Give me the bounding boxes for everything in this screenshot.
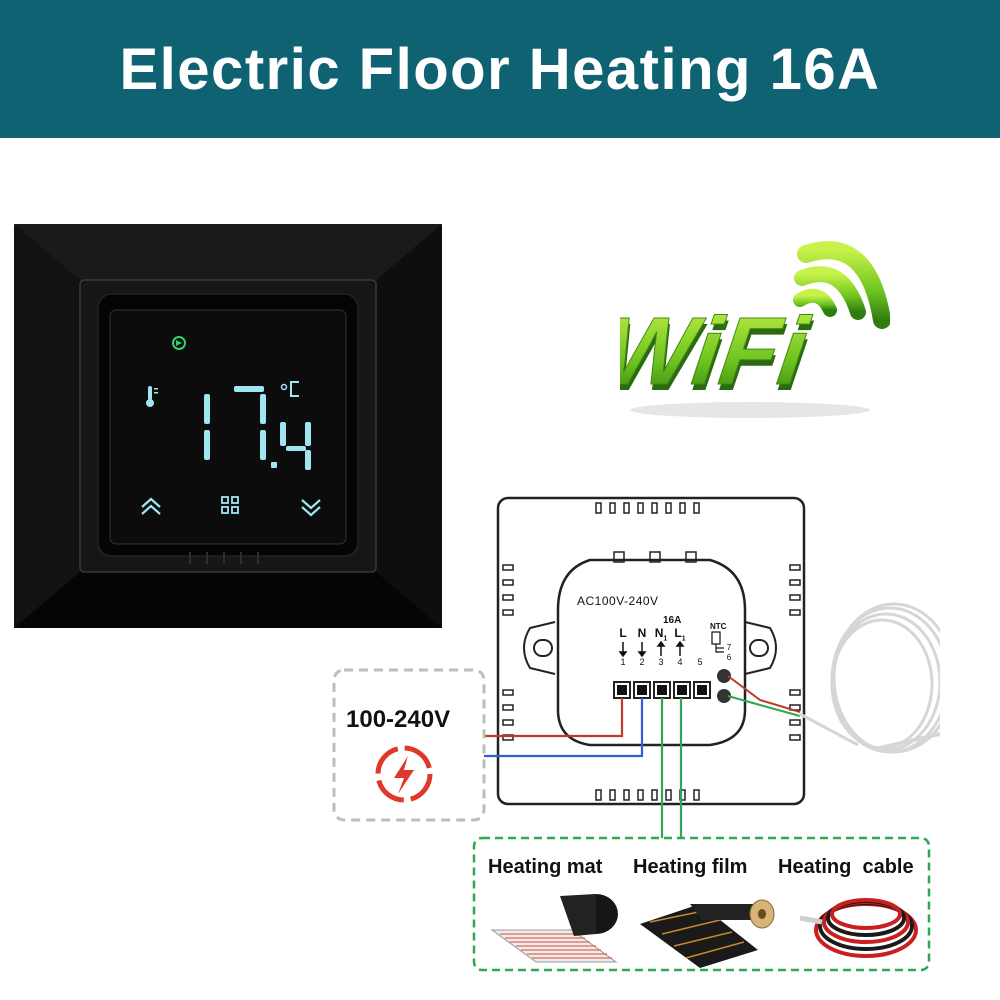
terminal-number: 4 [677,657,683,667]
title-banner: Electric Floor Heating 16A [0,0,1000,138]
sensor-terminal-number: 6 [726,653,732,662]
terminal-label: L1 [674,626,686,643]
voltage-label: 100-240V [346,706,451,733]
electric-hazard-icon [375,745,433,803]
wifi-text-shadow: WiFi [620,304,817,410]
terminal-number: 1 [620,657,626,667]
up-arrow-icon[interactable] [141,497,161,515]
wifi-logo: WiFi WiFi [620,241,890,418]
heating-mat-image [490,894,618,963]
power-icon[interactable] [172,336,186,350]
wifi-signal-icon [793,241,890,329]
load-label-heating-mat: Heating mat [488,856,603,878]
wiring-diagram [332,496,940,972]
heating-cable-image [799,898,918,958]
wifi-text: WiFi [620,298,816,404]
ntc-sensor-cable [799,602,940,754]
sensor-terminal-number: 7 [726,643,732,652]
load-label-heating-film: Heating film [633,856,748,878]
terminal-label: N1 [654,626,668,643]
thermometer-icon [146,386,158,407]
terminal-number: 2 [639,657,645,667]
load-label-heating-cable: Heating cable [778,856,914,878]
temperature-display [204,381,311,470]
menu-icon[interactable] [221,496,239,514]
ntc-label: NTC [710,622,727,631]
rating-label: 16A [663,615,682,626]
down-arrow-icon[interactable] [301,499,321,517]
terminal-number: 3 [658,657,664,667]
thermostat-image [14,224,442,628]
heating-film-image [640,899,775,968]
terminal-number: 5 [697,657,703,667]
page-title: Electric Floor Heating 16A [119,37,881,102]
terminal-label: N [637,626,647,640]
supply-label: AC100V-240V [577,594,659,608]
terminal-label: L [619,626,627,640]
